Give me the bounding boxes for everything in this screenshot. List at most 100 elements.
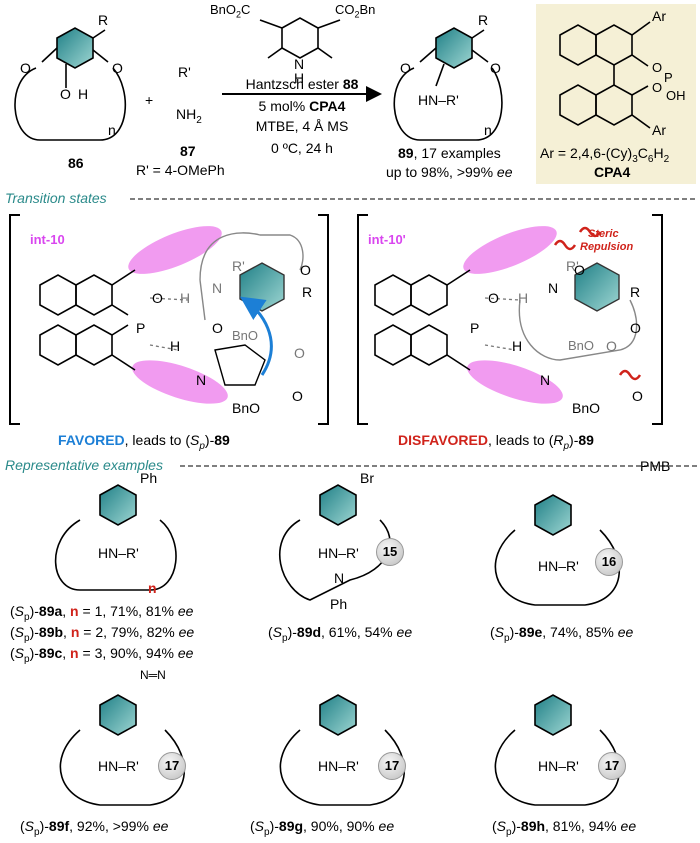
ts-fav-atom-o1: O	[300, 262, 311, 278]
ts-disfavored-structure	[357, 214, 663, 425]
ts-dis-atom-bno2: BnO	[572, 400, 601, 416]
reactant-86-aldehyde-h: H	[78, 86, 89, 102]
ex-89d-substituent: Br	[360, 470, 374, 486]
ex-89d-ph: Ph	[330, 596, 348, 612]
ts-dis-atom-n: N	[548, 280, 559, 296]
ts-fav-atom-o2: O	[212, 320, 223, 336]
ts-dis-atom-o5: O	[488, 290, 499, 306]
section-title-transition-states: Transition states	[5, 190, 110, 206]
reactant-87-r-prime: R'	[178, 64, 191, 80]
product-amine: HN–R'	[418, 92, 459, 108]
ex-89e-ring-size-badge: 16	[595, 548, 623, 576]
hantzsch-ester-structure	[259, 17, 341, 59]
ts-dis-atom-rprime: R'	[566, 258, 579, 274]
product-ring-n: n	[484, 122, 492, 138]
ts-fav-atom-h1: H	[180, 290, 191, 306]
bulky-group-bottom	[132, 360, 228, 404]
reactant-86-ring-n: n	[108, 122, 116, 138]
ts-dis-atom-n2: N	[540, 372, 551, 388]
ts-fav-atom-rprime: R'	[232, 258, 245, 274]
ex-89d-n: N	[334, 570, 345, 586]
ts-dis-atom-o4: O	[632, 388, 643, 404]
ex-89a-amine: HN–R'	[98, 545, 139, 561]
ex-89f-pyrimidine: N═N	[140, 668, 166, 682]
ts-disfavored-caption: DISFAVORED, leads to (Rp)-89	[398, 432, 594, 452]
ts-fav-atom-o3: O	[294, 345, 305, 361]
steric-label: Steric	[588, 228, 619, 240]
hantzsch-ester-h: H	[294, 70, 305, 86]
ex-89g-ring-size-badge: 17	[378, 752, 406, 780]
condition-solvent: MTBE, 4 Å MS	[255, 118, 349, 134]
catalyst-o-bottom: O	[652, 80, 663, 95]
ex-89d-amine: HN–R'	[318, 545, 359, 561]
ts-fav-atom-bno2: BnO	[232, 400, 261, 416]
catalyst-ar-bottom: Ar	[652, 122, 666, 138]
ts-fav-atom-o4: O	[292, 388, 303, 404]
ts-dis-atom-o2: O	[630, 320, 641, 336]
ts-dis-atom-o3: O	[606, 338, 617, 354]
reactant-86-structure	[14, 27, 127, 141]
ex-89f-amine: HN–R'	[98, 758, 139, 774]
ts-fav-atom-n2: N	[196, 372, 207, 388]
hantzsch-ester-right: CO2Bn	[335, 2, 376, 20]
section-title-examples: Representative examples	[5, 457, 166, 473]
ts-dis-atom-r: R	[630, 284, 641, 300]
ex-89d-ring-size-badge: 15	[376, 538, 404, 566]
condition-temperature: 0 ºC, 24 h	[271, 140, 333, 156]
ts-fav-atom-n: N	[212, 280, 223, 296]
ex-89c-line: (Sp)-89c, n = 3, 90%, 94% ee	[10, 645, 194, 665]
ex-89b-line: (Sp)-89b, n = 2, 79%, 82% ee	[10, 624, 195, 644]
catalyst-p: P	[664, 70, 673, 85]
ts-dis-atom-h1: H	[518, 290, 529, 306]
ts-dis-atom-p: P	[470, 320, 480, 336]
ex-89e-amine: HN–R'	[538, 558, 579, 574]
repulsion-label: Repulsion	[580, 241, 634, 253]
reactant-87-amine: NH2	[176, 106, 202, 126]
ts-fav-atom-h2: H	[170, 338, 181, 354]
reactant-86-number: 86	[68, 155, 84, 171]
reactant-86-carbonyl-oxygen: O	[60, 86, 71, 102]
condition-reagent: Hantzsch ester 88	[245, 76, 359, 92]
reactant-86-substituent: R	[98, 12, 109, 28]
ex-89a-ring-n: n	[148, 580, 157, 596]
catalyst-name: CPA4	[594, 164, 631, 180]
ex-89e-line: (Sp)-89e, 74%, 85% ee	[490, 624, 634, 644]
ex-89g-line: (Sp)-89g, 90%, 90% ee	[250, 818, 395, 838]
reactant-86-oxygen-left: O	[20, 60, 31, 76]
example-structures	[54, 484, 621, 806]
ts-favored-structure	[9, 214, 329, 425]
ex-89a-line: (Sp)-89a, n = 1, 71%, 81% ee	[10, 603, 194, 623]
product-oxygen-left: O	[400, 60, 411, 76]
catalyst-o-top: O	[652, 60, 663, 75]
reactant-86-oxygen-right: O	[112, 60, 123, 76]
ts-fav-atom-r: R	[302, 284, 313, 300]
ex-89g-amine: HN–R'	[318, 758, 359, 774]
ts-fav-atom-bno1: BnO	[232, 328, 259, 343]
ex-89h-amine: HN–R'	[538, 758, 579, 774]
hydride-transfer-arrow	[240, 296, 273, 376]
reactant-87-definition: R' = 4-OMePh	[136, 162, 225, 178]
ts-fav-atom-p: P	[136, 320, 146, 336]
hantzsch-ester-n: N	[294, 56, 305, 72]
product-89-structure	[393, 27, 503, 141]
ex-89f-ring-size-badge: 17	[158, 752, 186, 780]
bulky-group-top	[128, 226, 222, 274]
catalyst-ar-top: Ar	[652, 8, 666, 24]
ts-dis-atom-o1: O	[574, 262, 585, 278]
ex-89h-ring-size-badge: 17	[598, 752, 626, 780]
hantzsch-ester-left: BnO2C	[210, 2, 251, 20]
condition-catalyst: 5 mol% CPA4	[258, 98, 346, 114]
ts-favored-label: int-10	[30, 232, 65, 247]
catalyst-ar-definition: Ar = 2,4,6-(Cy)3C6H2	[540, 145, 670, 165]
steric-clash-marks	[553, 226, 642, 381]
ts-dis-atom-bno1: BnO	[568, 338, 595, 353]
ex-89h-line: (Sp)-89h, 81%, 94% ee	[492, 818, 637, 838]
ex-89a-substituent: Ph	[140, 470, 158, 486]
catalyst-oh: OH	[666, 88, 686, 103]
product-oxygen-right: O	[490, 60, 501, 76]
reactant-87-number: 87	[180, 143, 196, 159]
cpa4-structure	[559, 21, 651, 129]
plus-sign: +	[145, 92, 154, 108]
ex-89f-line: (Sp)-89f, 92%, >99% ee	[20, 818, 169, 838]
